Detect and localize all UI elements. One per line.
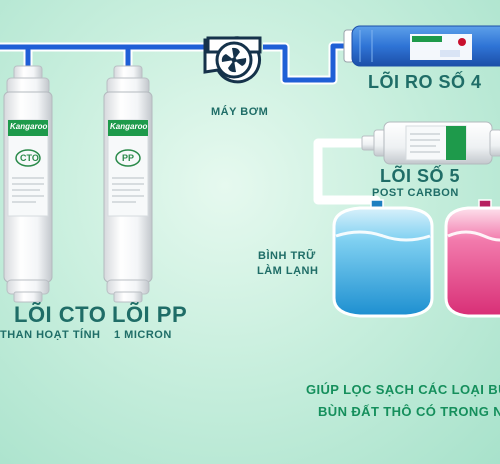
- post-filter-desc: POST CARBON: [372, 187, 459, 199]
- tagline-line2: BÙN ĐẤT THÔ CÓ TRONG N: [318, 404, 500, 419]
- cto-brand-label: Kangaroo: [10, 122, 48, 131]
- pump-icon: [203, 36, 262, 84]
- storage-tank-pink: [444, 199, 500, 318]
- water-pipes: [0, 41, 381, 206]
- tagline-line1: GIÚP LỌC SẠCH CÁC LOẠI BỤI: [306, 382, 500, 397]
- tank-label-line1: BÌNH TRỮ: [258, 250, 316, 262]
- post-carbon-filter: [361, 121, 500, 165]
- pp-filter-desc: 1 MICRON: [114, 329, 172, 341]
- ro-membrane: [343, 25, 500, 67]
- pp-filter-title: LÕI PP: [112, 302, 188, 327]
- cto-filter-stamp: CTO: [20, 153, 39, 163]
- pp-brand-label: Kangaroo: [110, 122, 148, 131]
- cto-filter-desc: THAN HOẠT TÍNH: [0, 329, 101, 341]
- pump-label: MÁY BƠM: [211, 106, 269, 118]
- pp-filter: [103, 65, 153, 303]
- cto-filter: [3, 65, 53, 303]
- tank-label-line2: LÀM LẠNH: [257, 265, 319, 277]
- post-filter-title: LÕI SỐ 5: [380, 166, 461, 186]
- storage-tank-blue: [332, 199, 434, 318]
- cto-filter-title: LÕI CTO: [14, 302, 107, 327]
- ro-filter-title: LÕI RO SỐ 4: [368, 72, 482, 92]
- pp-filter-stamp: PP: [122, 153, 135, 163]
